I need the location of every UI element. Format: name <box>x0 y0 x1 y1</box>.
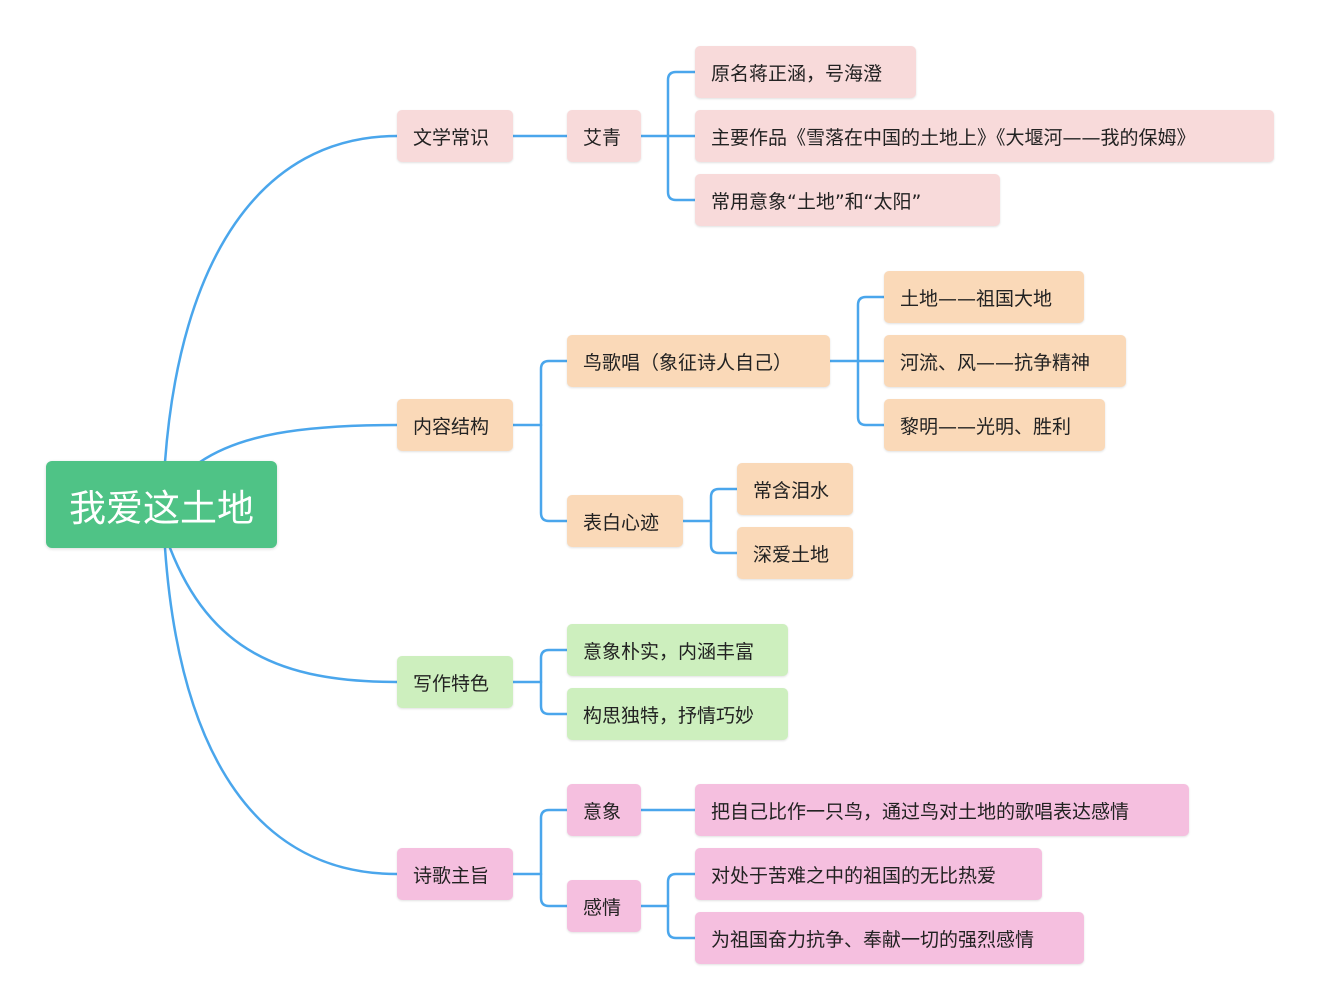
topic-imagery[interactable]: 意象 <box>567 784 641 836</box>
topic-ai-qing[interactable]: 艾青 <box>567 110 641 162</box>
topic-writing-features[interactable]: 写作特色 <box>397 656 513 708</box>
topic-major-works[interactable]: 主要作品《雪落在中国的土地上》《大堰河——我的保姆》 <box>695 110 1274 162</box>
topic-poem-theme[interactable]: 诗歌主旨 <box>397 848 513 900</box>
topic-love-motherland[interactable]: 对处于苦难之中的祖国的无比热爱 <box>695 848 1042 900</box>
topic-dawn[interactable]: 黎明——光明、胜利 <box>884 399 1105 451</box>
topic-bird-sings[interactable]: 鸟歌唱（象征诗人自己） <box>567 335 830 387</box>
central-topic[interactable]: 我爱这土地 <box>46 461 277 548</box>
topic-love-land[interactable]: 深爱土地 <box>737 527 853 579</box>
topic-common-imagery[interactable]: 常用意象“土地”和“太阳” <box>695 174 1000 226</box>
topic-bird-metaphor[interactable]: 把自己比作一只鸟，通过鸟对土地的歌唱表达感情 <box>695 784 1189 836</box>
topic-confession[interactable]: 表白心迹 <box>567 495 683 547</box>
topic-unique-conception[interactable]: 构思独特，抒情巧妙 <box>567 688 788 740</box>
topic-original-name[interactable]: 原名蒋正涵，号海澄 <box>695 46 916 98</box>
topic-river-wind[interactable]: 河流、风——抗争精神 <box>884 335 1126 387</box>
topic-devotion[interactable]: 为祖国奋力抗争、奉献一切的强烈感情 <box>695 912 1084 964</box>
topic-simple-imagery[interactable]: 意象朴实，内涵丰富 <box>567 624 788 676</box>
topic-emotion[interactable]: 感情 <box>567 880 641 932</box>
topic-literary-knowledge[interactable]: 文学常识 <box>397 110 513 162</box>
topic-content-structure[interactable]: 内容结构 <box>397 399 513 451</box>
topic-tears[interactable]: 常含泪水 <box>737 463 853 515</box>
topic-land[interactable]: 土地——祖国大地 <box>884 271 1084 323</box>
